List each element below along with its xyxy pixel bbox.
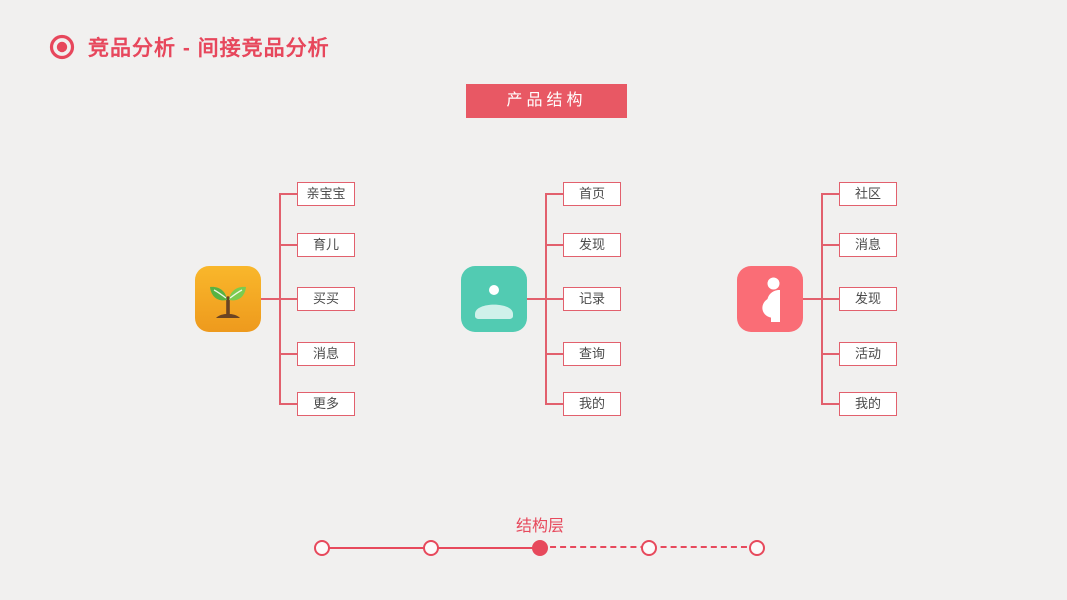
feature-node: 亲宝宝 bbox=[297, 182, 355, 206]
timeline-point-4 bbox=[641, 540, 657, 556]
connector bbox=[821, 193, 823, 405]
connector bbox=[281, 403, 297, 405]
timeline-point-1 bbox=[314, 540, 330, 556]
feature-node: 我的 bbox=[839, 392, 897, 416]
connector bbox=[547, 298, 563, 300]
feature-node: 查询 bbox=[563, 342, 621, 366]
connector bbox=[545, 193, 547, 405]
connector bbox=[547, 403, 563, 405]
timeline-active-label: 结构层 bbox=[515, 518, 564, 535]
feature-node: 买买 bbox=[297, 287, 355, 311]
connector bbox=[281, 244, 297, 246]
connector bbox=[527, 298, 545, 300]
feature-node: 消息 bbox=[839, 233, 897, 257]
feature-node: 发现 bbox=[839, 287, 897, 311]
feature-node: 记录 bbox=[563, 287, 621, 311]
feature-node: 社区 bbox=[839, 182, 897, 206]
page-title: 竞品分析 - 间接竞品分析 bbox=[88, 37, 330, 60]
connector bbox=[547, 193, 563, 195]
connector bbox=[823, 193, 839, 195]
connector bbox=[823, 244, 839, 246]
header: 竞品分析 - 间接竞品分析 bbox=[49, 32, 330, 62]
connector bbox=[281, 353, 297, 355]
connector bbox=[547, 353, 563, 355]
connector bbox=[823, 403, 839, 405]
pregnant-woman-app-icon bbox=[737, 266, 803, 332]
connector bbox=[823, 298, 839, 300]
product-structure-group-3: 社区 消息 发现 活动 我的 bbox=[737, 170, 957, 430]
connector bbox=[547, 244, 563, 246]
sprout-app-icon bbox=[195, 266, 261, 332]
connector bbox=[803, 298, 821, 300]
timeline-point-5 bbox=[749, 540, 765, 556]
connector bbox=[261, 298, 279, 300]
connector bbox=[281, 298, 297, 300]
bullseye-icon bbox=[49, 34, 75, 60]
feature-node: 发现 bbox=[563, 233, 621, 257]
connector bbox=[279, 193, 281, 405]
connector bbox=[823, 353, 839, 355]
connector bbox=[281, 193, 297, 195]
person-app-icon bbox=[461, 266, 527, 332]
feature-node: 活动 bbox=[839, 342, 897, 366]
feature-node: 育儿 bbox=[297, 233, 355, 257]
feature-node: 首页 bbox=[563, 182, 621, 206]
feature-node: 我的 bbox=[563, 392, 621, 416]
section-banner: 产品结构 bbox=[466, 84, 627, 118]
feature-node: 更多 bbox=[297, 392, 355, 416]
timeline-point-3-active bbox=[532, 540, 548, 556]
timeline-point-2 bbox=[423, 540, 439, 556]
product-structure-group-1: 亲宝宝 育儿 买买 消息 更多 bbox=[195, 170, 415, 430]
product-structure-group-2: 首页 发现 记录 查询 我的 bbox=[461, 170, 681, 430]
feature-node: 消息 bbox=[297, 342, 355, 366]
